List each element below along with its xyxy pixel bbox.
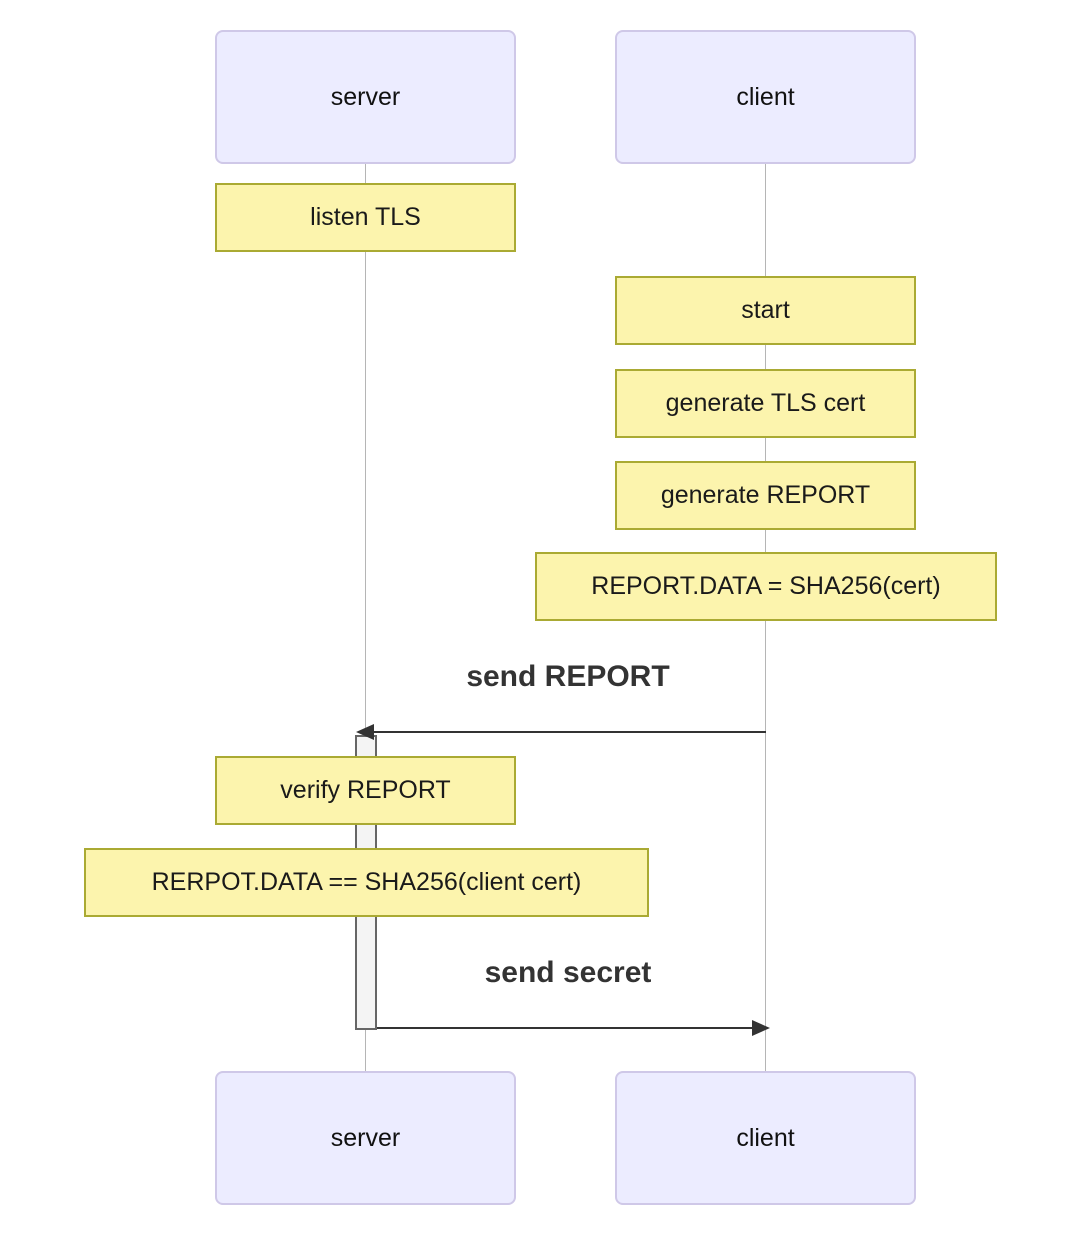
server-lifeline xyxy=(365,164,366,1071)
arrowhead-right-icon xyxy=(752,1020,770,1036)
note-label: verify REPORT xyxy=(280,776,451,804)
note-label: generate TLS cert xyxy=(665,389,866,417)
note-label: listen TLS xyxy=(310,203,421,231)
note-report-data-equals-sha256: RERPOT.DATA == SHA256(client cert) xyxy=(84,848,649,917)
participant-server-label: server xyxy=(330,1123,401,1152)
note-listen-tls: listen TLS xyxy=(215,183,516,252)
note-generate-report: generate REPORT xyxy=(615,461,916,530)
message-send-secret-label: send secret xyxy=(484,956,652,989)
participant-client-label: client xyxy=(736,82,795,111)
note-start: start xyxy=(615,276,916,345)
note-report-data-sha256: REPORT.DATA = SHA256(cert) xyxy=(535,552,997,621)
note-generate-tls-cert: generate TLS cert xyxy=(615,369,916,438)
message-send-secret-line xyxy=(377,1027,754,1029)
participant-server-bottom: server xyxy=(215,1071,516,1205)
note-label: start xyxy=(741,296,790,324)
participant-client-bottom: client xyxy=(615,1071,916,1205)
arrowhead-left-icon xyxy=(356,724,374,740)
message-send-report-label: send REPORT xyxy=(466,660,670,693)
message-send-report-line xyxy=(364,731,766,733)
note-label: RERPOT.DATA == SHA256(client cert) xyxy=(151,868,582,896)
participant-server-top: server xyxy=(215,30,516,164)
note-label: generate REPORT xyxy=(660,481,871,509)
participant-server-label: server xyxy=(330,82,401,111)
participant-client-label: client xyxy=(736,1123,795,1152)
note-verify-report: verify REPORT xyxy=(215,756,516,825)
note-label: REPORT.DATA = SHA256(cert) xyxy=(591,572,941,600)
participant-client-top: client xyxy=(615,30,916,164)
